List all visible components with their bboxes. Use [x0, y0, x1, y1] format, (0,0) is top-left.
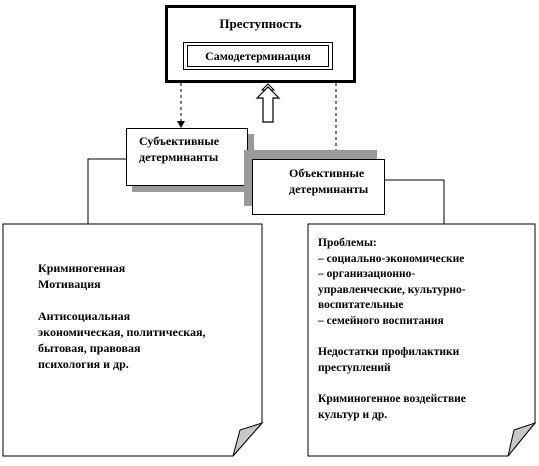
left-note-line: экономическая, политическая, [38, 325, 206, 339]
left-note-line: психология и др. [38, 357, 129, 371]
left-note-paragraph-1: Криминогенная Мотивация [38, 260, 238, 292]
objective-line-1: Объективные [289, 166, 365, 180]
right-note-line: – социально-экономические [318, 252, 465, 265]
line-subjective-to-left-note [87, 158, 126, 224]
crime-title: Преступность [219, 16, 302, 31]
line-objective-to-right-note [385, 179, 445, 224]
right-note-paragraph-1: Проблемы: – социально-экономические – ор… [318, 236, 518, 329]
right-note-line: – семейного воспитания [318, 314, 444, 327]
right-note-line: Криминогенное воздействие [318, 393, 466, 405]
objective-line-2: детерминанты [289, 182, 369, 196]
left-note-line: Антисоциальная [38, 309, 131, 323]
right-note-fold-icon [507, 421, 537, 457]
left-note-line: Криминогенная [38, 261, 126, 275]
right-note-line: Недостатки профилактики [318, 346, 460, 358]
left-note-text: Криминогенная Мотивация Антисоциальная э… [38, 260, 238, 388]
right-note-line: – организационно- [318, 268, 416, 280]
arrowhead-subjective [177, 121, 185, 128]
objective-determinants-box: Объективные детерминанты [252, 159, 385, 215]
subjective-line-1: Субъективные [139, 134, 220, 148]
left-note-line: Мотивация [38, 277, 101, 291]
subjective-line-2: детерминанты [139, 150, 219, 164]
left-note-paragraph-2: Антисоциальная экономическая, политическ… [38, 308, 238, 372]
right-note-line: Проблемы: [318, 237, 377, 249]
self-determination-label: Самодетерминация [187, 45, 329, 67]
left-note-line: бытовая, правовая [38, 341, 141, 355]
right-note-line: культур и др. [318, 408, 388, 421]
up-arrow-outline [255, 86, 281, 123]
right-note-line: воспитательные [318, 299, 404, 311]
self-determination-outer-frame [183, 42, 333, 70]
right-note-text: Проблемы: – социально-экономические – ор… [318, 236, 518, 439]
right-note-paragraph-2: Недостатки профилактики преступлений [318, 345, 518, 376]
left-note-fold-icon [232, 421, 264, 457]
right-note-line: управленческие, культурно- [318, 283, 466, 296]
right-note-line: преступлений [318, 361, 391, 374]
right-note-paragraph-3: Криминогенное воздействие культур и др. [318, 392, 518, 423]
